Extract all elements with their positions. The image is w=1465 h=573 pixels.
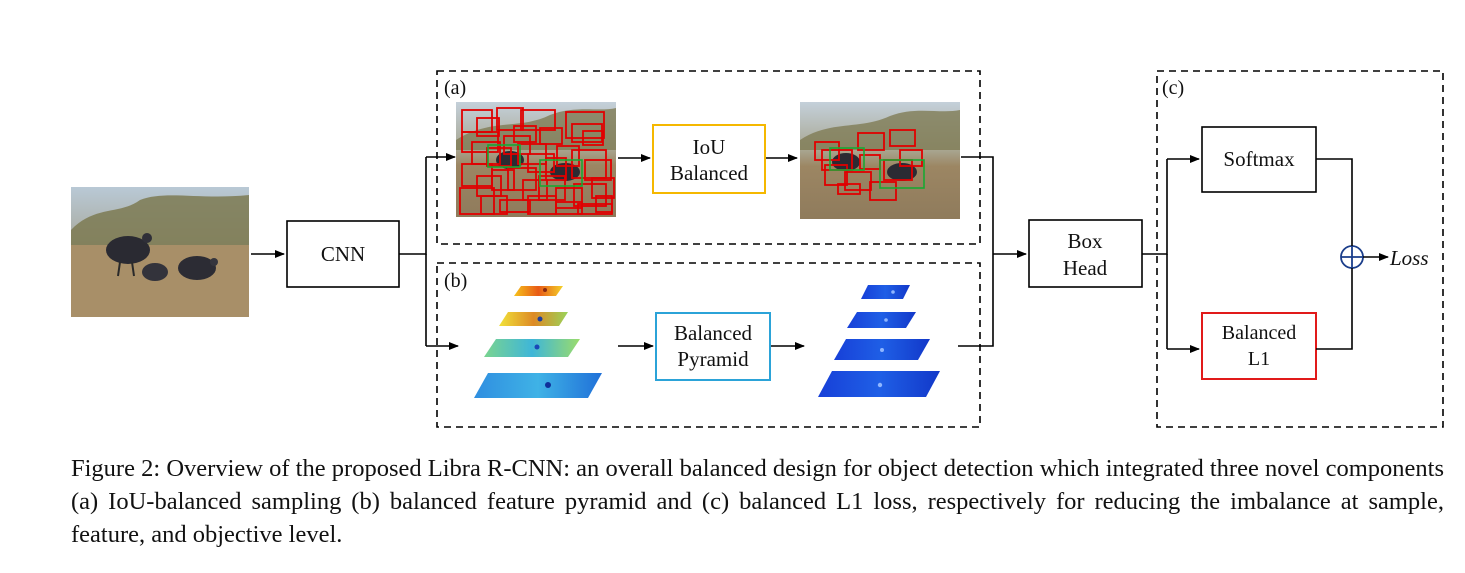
iou-balanced-line1: IoU: [693, 135, 726, 159]
loss-label: Loss: [1389, 246, 1429, 270]
iou-balanced-line2: Balanced: [670, 161, 749, 185]
box-head-line1: Box: [1067, 229, 1103, 253]
softmax-box: [1201, 126, 1317, 193]
connectors: [251, 153, 1389, 353]
balanced-l1-box: [1201, 312, 1317, 380]
proposal-box: [522, 179, 548, 201]
proposal-box: [555, 201, 583, 215]
balanced-pyramid-heatmap: [818, 285, 940, 397]
feature-pyramid-heatmap: [474, 286, 602, 398]
proposal-box: [520, 109, 556, 131]
panel-b-frame: [436, 262, 981, 428]
proposal-box: [556, 145, 580, 167]
softmax-label: Softmax: [1223, 147, 1295, 171]
circle-plus-icon: [1340, 245, 1364, 269]
balanced-proposals-photo: [800, 102, 960, 219]
input-photo: [71, 187, 249, 317]
balanced-l1-line2: L1: [1248, 348, 1270, 370]
proposal-box: [571, 123, 603, 143]
proposal-box: [571, 149, 607, 179]
proposal-box: [491, 169, 515, 191]
proposal-box: [513, 125, 537, 143]
proposal-box: [499, 199, 531, 213]
panel-a-label: (a): [444, 77, 466, 99]
figure-caption: Figure 2: Overview of the proposed Libra…: [71, 455, 1444, 548]
proposal-box: [507, 167, 537, 191]
proposal-box: [545, 157, 567, 181]
proposal-box: [582, 130, 604, 146]
proposal-box: [565, 111, 605, 139]
proposal-box: [595, 195, 613, 213]
box-head-line2: Head: [1063, 256, 1108, 280]
balanced-pyramid-line1: Balanced: [674, 321, 753, 345]
panel-c-frame: [1156, 70, 1444, 428]
proposal-box: [486, 147, 512, 167]
proposal-box: [476, 117, 500, 137]
panel-c-label: (c): [1162, 77, 1184, 99]
proposal-box: [591, 177, 615, 199]
cnn-label: CNN: [321, 242, 365, 266]
proposal-box: [584, 159, 612, 181]
panel-b-label: (b): [444, 270, 467, 292]
sampled-proposals-photo: [456, 102, 616, 217]
balanced-pyramid-box: [655, 312, 771, 381]
proposal-box: [527, 153, 555, 173]
proposal-box: [539, 127, 563, 145]
proposal-box: [480, 195, 508, 215]
proposal-box: [459, 187, 495, 215]
balanced-pyramid-line2: Pyramid: [677, 347, 749, 371]
proposal-box: [496, 107, 524, 131]
iou-balanced-box: [652, 124, 766, 194]
balanced-l1-line1: Balanced: [1222, 322, 1296, 344]
libra-rcnn-diagram: CNN (a) IoU Balanced: [71, 70, 1444, 428]
proposal-box: [573, 183, 607, 207]
box-head-box: [1028, 219, 1143, 288]
